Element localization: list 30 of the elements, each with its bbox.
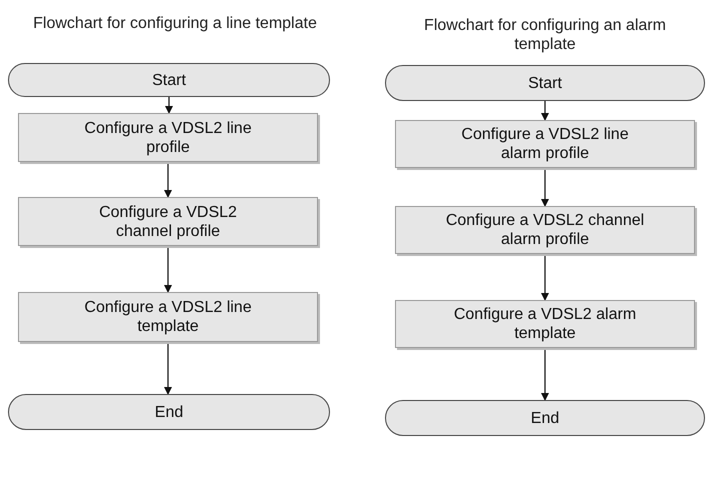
node-text: End bbox=[154, 402, 184, 422]
node-text: Configure a VDSL2 channel alarm profile bbox=[444, 211, 646, 249]
terminal-shape bbox=[385, 65, 705, 101]
arrow bbox=[164, 246, 172, 293]
flowchart-title: Flowchart for configuring an alarm template bbox=[423, 16, 667, 54]
terminal-shape bbox=[8, 63, 330, 97]
process-box bbox=[18, 113, 318, 162]
process-box bbox=[395, 300, 695, 348]
node-text: Configure a VDSL2 channel profile bbox=[98, 202, 238, 240]
process-box bbox=[395, 120, 695, 168]
arrow bbox=[164, 162, 172, 198]
node-text: Configure a VDSL2 line alarm profile bbox=[460, 125, 630, 163]
terminal-shape bbox=[385, 400, 705, 436]
node-text: End bbox=[530, 408, 560, 428]
node-text: Configure a VDSL2 line profile bbox=[83, 118, 253, 156]
node-text: Configure a VDSL2 line template bbox=[83, 298, 253, 336]
process-box bbox=[18, 197, 318, 246]
process-box bbox=[395, 206, 695, 254]
flowchart-title: Flowchart for configuring a line template bbox=[32, 14, 318, 33]
node-text: Start bbox=[151, 70, 187, 90]
arrow bbox=[165, 97, 173, 114]
arrow bbox=[541, 101, 549, 121]
terminal-shape bbox=[8, 394, 330, 430]
node-text: Start bbox=[527, 74, 563, 92]
node-text: Configure a VDSL2 alarm template bbox=[452, 305, 638, 343]
arrow bbox=[541, 254, 549, 301]
arrow bbox=[541, 348, 549, 401]
arrow bbox=[541, 168, 549, 207]
arrow bbox=[164, 342, 172, 395]
process-box bbox=[18, 292, 318, 342]
